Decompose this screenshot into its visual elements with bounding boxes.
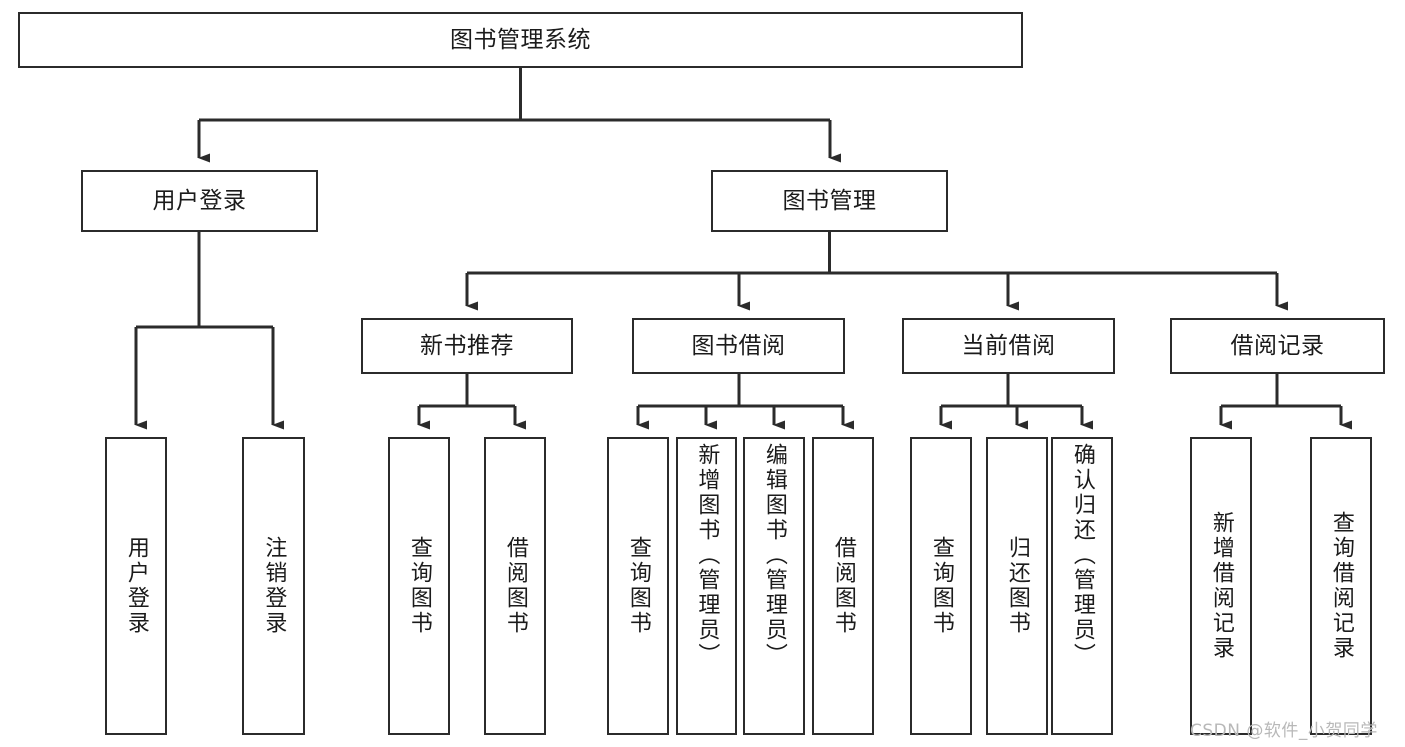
node-label-wrap: 编辑图书（管理员） xyxy=(745,439,803,733)
node-label: 借阅记录 xyxy=(1230,332,1325,359)
node-label: 新增图书（管理员） xyxy=(694,443,720,668)
node-label: 用户登录 xyxy=(152,187,247,214)
node-label: 图书借阅 xyxy=(691,332,786,359)
node-label: 新书推荐 xyxy=(420,332,514,359)
node-leaf-edit-book[interactable]: 编辑图书（管理员） xyxy=(743,437,805,735)
node-label: 当前借阅 xyxy=(961,332,1056,359)
node-label: 查询图书 xyxy=(625,536,651,636)
node-label: 图书管理系统 xyxy=(450,26,591,53)
node-label: 图书管理 xyxy=(782,187,877,214)
node-leaf-query-record[interactable]: 查询借阅记录 xyxy=(1310,437,1372,735)
node-borrow-record[interactable]: 借阅记录 xyxy=(1170,318,1385,374)
node-leaf-return-book[interactable]: 归还图书 xyxy=(986,437,1048,735)
node-label-wrap: 查询图书 xyxy=(609,439,667,733)
node-label-wrap: 注销登录 xyxy=(244,439,303,733)
node-new-book-rec[interactable]: 新书推荐 xyxy=(361,318,573,374)
node-label-wrap: 确认归还（管理员） xyxy=(1053,439,1111,733)
node-leaf-confirm-return[interactable]: 确认归还（管理员） xyxy=(1051,437,1113,735)
node-label-wrap: 新增借阅记录 xyxy=(1192,439,1250,733)
node-label: 归还图书 xyxy=(1004,536,1030,636)
node-label: 用户登录 xyxy=(123,536,149,636)
node-leaf-user-login[interactable]: 用户登录 xyxy=(105,437,167,735)
node-label-wrap: 查询借阅记录 xyxy=(1312,439,1370,733)
node-label: 查询图书 xyxy=(406,536,432,636)
node-label: 查询图书 xyxy=(928,536,954,636)
node-leaf-user-logout[interactable]: 注销登录 xyxy=(242,437,305,735)
node-label-wrap: 借阅图书 xyxy=(814,439,872,733)
watermark-csdn: CSDN @软件_小贺同学 xyxy=(1190,721,1378,741)
node-label-wrap: 借阅图书 xyxy=(486,439,544,733)
node-leaf-query-book-1[interactable]: 查询图书 xyxy=(388,437,450,735)
node-root[interactable]: 图书管理系统 xyxy=(18,12,1023,68)
node-label: 借阅图书 xyxy=(502,536,528,636)
node-leaf-add-record[interactable]: 新增借阅记录 xyxy=(1190,437,1252,735)
node-label-wrap: 用户登录 xyxy=(107,439,165,733)
node-leaf-query-book-3[interactable]: 查询图书 xyxy=(910,437,972,735)
node-current-borrow[interactable]: 当前借阅 xyxy=(902,318,1115,374)
node-label: 新增借阅记录 xyxy=(1208,511,1234,661)
node-label-wrap: 查询图书 xyxy=(912,439,970,733)
node-user-login[interactable]: 用户登录 xyxy=(81,170,318,232)
node-book-borrow[interactable]: 图书借阅 xyxy=(632,318,845,374)
node-label-wrap: 新增图书（管理员） xyxy=(678,439,735,733)
node-label: 借阅图书 xyxy=(830,536,856,636)
node-label: 编辑图书（管理员） xyxy=(761,443,787,668)
node-leaf-add-book[interactable]: 新增图书（管理员） xyxy=(676,437,737,735)
node-label: 查询借阅记录 xyxy=(1328,511,1354,661)
node-leaf-borrow-book-1[interactable]: 借阅图书 xyxy=(484,437,546,735)
node-leaf-borrow-book-2[interactable]: 借阅图书 xyxy=(812,437,874,735)
node-label: 注销登录 xyxy=(261,536,287,636)
node-label-wrap: 归还图书 xyxy=(988,439,1046,733)
node-leaf-query-book-2[interactable]: 查询图书 xyxy=(607,437,669,735)
node-label-wrap: 查询图书 xyxy=(390,439,448,733)
node-label: 确认归还（管理员） xyxy=(1069,443,1095,668)
node-book-manage[interactable]: 图书管理 xyxy=(711,170,948,232)
